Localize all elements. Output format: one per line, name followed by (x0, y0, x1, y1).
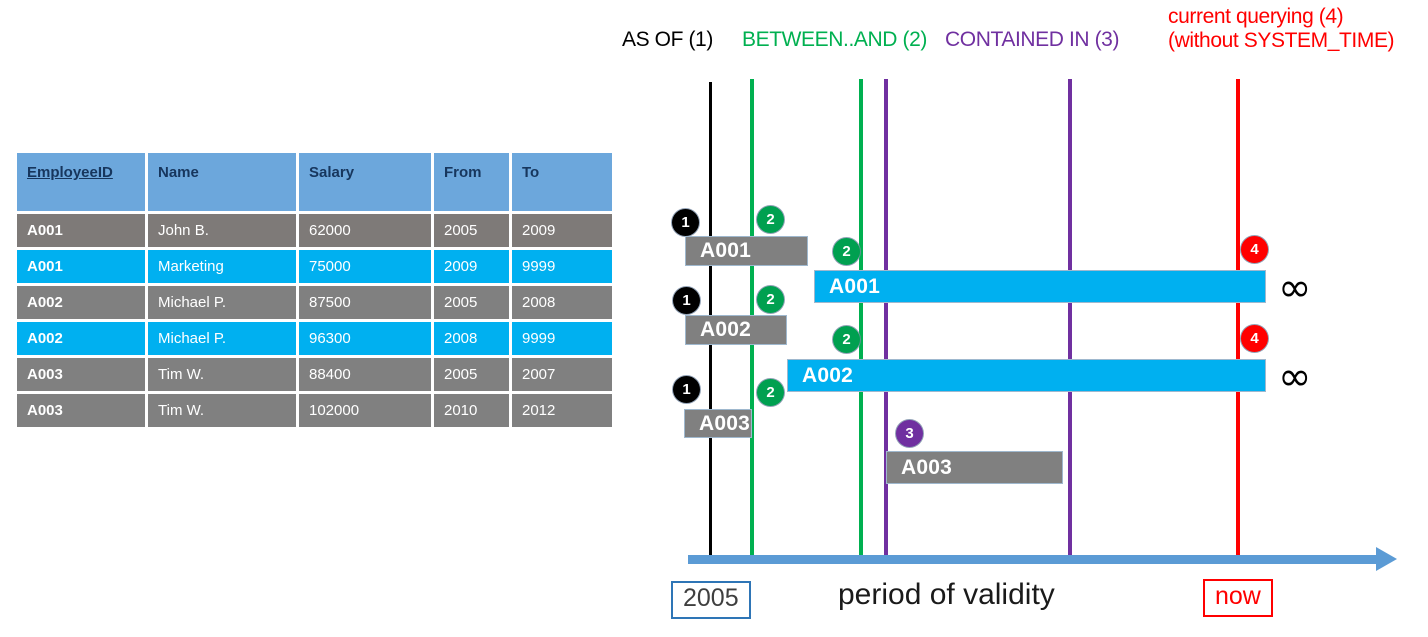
table-row: A001 John B. 62000 2005 2009 (17, 214, 612, 247)
legend-current-querying-line1: current querying (4) (1168, 5, 1344, 28)
column-header-name: Name (148, 153, 296, 211)
bar-a003-historical-1: A003 (684, 409, 752, 438)
badge-contained-in-a003: 3 (896, 420, 923, 447)
axis-caption: period of validity (838, 578, 1055, 611)
axis-start-label: 2005 (671, 581, 751, 619)
legend-contained-in: CONTAINED IN (3) (945, 28, 1120, 51)
infinity-icon-a002: ∞ (1278, 354, 1312, 400)
legend-between-and: BETWEEN..AND (2) (742, 28, 927, 51)
cell-from: 2005 (434, 286, 509, 319)
timeline-arrow-icon (1376, 547, 1397, 571)
cell-salary: 96300 (299, 322, 431, 355)
timeline-axis (688, 555, 1378, 564)
table-row: A003 Tim W. 88400 2005 2007 (17, 358, 612, 391)
cell-employeeid: A001 (17, 250, 145, 283)
legend-as-of: AS OF (1) (622, 28, 713, 51)
cell-employeeid: A002 (17, 322, 145, 355)
column-header-to: To (512, 153, 612, 211)
cell-salary: 88400 (299, 358, 431, 391)
badge-between-start-a003: 2 (757, 379, 784, 406)
cell-to: 2008 (512, 286, 612, 319)
badge-current-a002: 4 (1241, 325, 1268, 352)
cell-salary: 62000 (299, 214, 431, 247)
table-row: A003 Tim W. 102000 2010 2012 (17, 394, 612, 427)
cell-from: 2010 (434, 394, 509, 427)
cell-to: 2007 (512, 358, 612, 391)
column-header-employeeid: EmployeeID (17, 153, 145, 211)
bar-a001-current: A001 (814, 270, 1266, 303)
table-row: A001 Marketing 75000 2009 9999 (17, 250, 612, 283)
bar-a002-historical: A002 (685, 315, 787, 345)
column-header-salary: Salary (299, 153, 431, 211)
cell-employeeid: A003 (17, 358, 145, 391)
infinity-icon-a001: ∞ (1278, 265, 1312, 311)
cell-name: Tim W. (148, 358, 296, 391)
badge-as-of-a002: 1 (673, 287, 700, 314)
cell-from: 2008 (434, 322, 509, 355)
cell-name: Michael P. (148, 322, 296, 355)
cell-to: 9999 (512, 322, 612, 355)
badge-as-of-a001: 1 (672, 209, 699, 236)
table-header: EmployeeID Name Salary From To (17, 153, 612, 211)
bar-a001-historical: A001 (685, 236, 808, 266)
table-row: A002 Michael P. 96300 2008 9999 (17, 322, 612, 355)
bar-a003-historical-2: A003 (886, 451, 1063, 484)
cell-name: John B. (148, 214, 296, 247)
badge-between-start-a002: 2 (757, 286, 784, 313)
column-header-from: From (434, 153, 509, 211)
cell-to: 2012 (512, 394, 612, 427)
contained-start-line (884, 79, 888, 563)
cell-employeeid: A002 (17, 286, 145, 319)
cell-to: 2009 (512, 214, 612, 247)
employee-history-table: EmployeeID Name Salary From To A001 John… (14, 150, 615, 430)
badge-as-of-a003: 1 (673, 376, 700, 403)
cell-name: Marketing (148, 250, 296, 283)
badge-between-end-a002: 2 (833, 326, 860, 353)
legend-current-querying-line2: (without SYSTEM_TIME) (1168, 29, 1395, 52)
badge-between-end-a001: 2 (833, 238, 860, 265)
cell-salary: 75000 (299, 250, 431, 283)
now-line (1236, 79, 1240, 563)
between-end-line (859, 79, 863, 563)
cell-salary: 102000 (299, 394, 431, 427)
cell-name: Tim W. (148, 394, 296, 427)
cell-from: 2009 (434, 250, 509, 283)
badge-between-start-a001: 2 (757, 206, 784, 233)
badge-current-a001: 4 (1241, 236, 1268, 263)
cell-to: 9999 (512, 250, 612, 283)
contained-end-line (1068, 79, 1072, 563)
bar-a002-current: A002 (787, 359, 1266, 392)
table-body: A001 John B. 62000 2005 2009 A001 Market… (17, 214, 612, 427)
cell-employeeid: A003 (17, 394, 145, 427)
table-row: A002 Michael P. 87500 2005 2008 (17, 286, 612, 319)
table-header-row: EmployeeID Name Salary From To (17, 153, 612, 211)
cell-from: 2005 (434, 358, 509, 391)
axis-now-label: now (1203, 579, 1273, 617)
cell-salary: 87500 (299, 286, 431, 319)
cell-employeeid: A001 (17, 214, 145, 247)
cell-from: 2005 (434, 214, 509, 247)
cell-name: Michael P. (148, 286, 296, 319)
